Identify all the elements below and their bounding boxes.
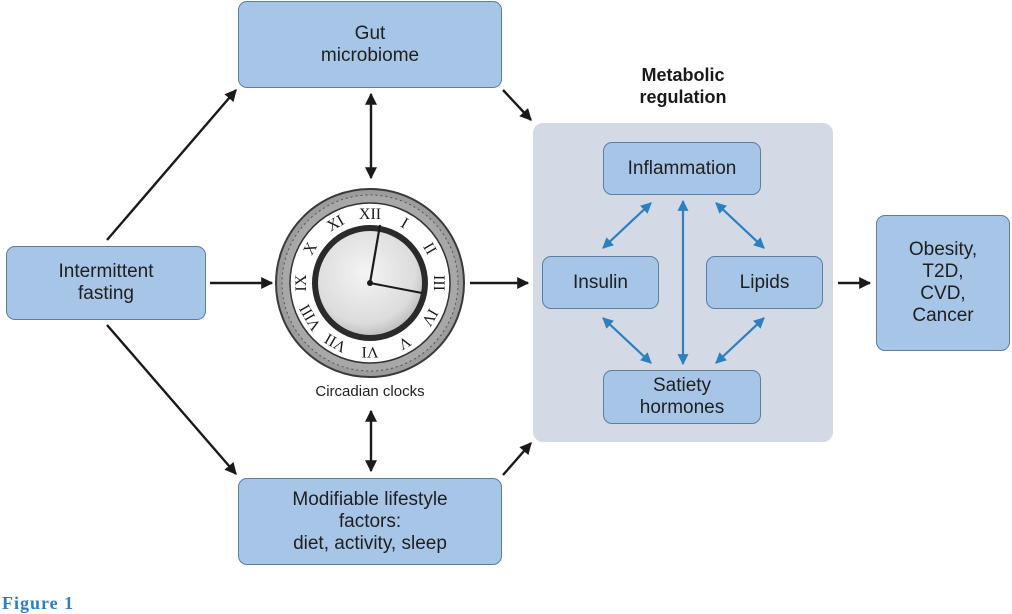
clock-numeral: III (430, 275, 447, 291)
arrow-inflammation-lipids (715, 202, 765, 249)
satiety-hormones-box: Satiety hormones (603, 370, 761, 424)
lipids-box: Lipids (706, 256, 823, 309)
inflammation-box: Inflammation (603, 142, 761, 195)
arrow-insulin-satiety (602, 317, 652, 364)
figure-label: Figure 1 (2, 593, 75, 613)
clock-numeral: VI (362, 343, 379, 360)
metabolic-regulation-heading: Metabolic regulation (639, 65, 727, 107)
clock-hour-hand (368, 224, 382, 284)
clock-minute-hand (369, 282, 423, 294)
arrow-fasting-to-gut (106, 89, 237, 241)
arrow-fasting-to-lifestyle (106, 324, 237, 475)
arrow-gut-to-metabolic (502, 89, 532, 121)
arrow-lifestyle-to-metabolic (502, 442, 532, 476)
outcomes-box: Obesity, T2D, CVD, Cancer (876, 215, 1010, 351)
clock-numeral: XI (324, 212, 347, 235)
insulin-box: Insulin (542, 256, 659, 309)
circadian-clocks-caption: Circadian clocks (315, 383, 425, 400)
lifestyle-factors-box: Modifiable lifestyle factors: diet, acti… (238, 478, 502, 565)
clock-numeral: IV (418, 306, 441, 330)
gut-microbiome-box: Gut microbiome (238, 1, 502, 88)
intermittent-fasting-box: Intermittent fasting (6, 246, 206, 320)
arrow-lipids-satiety (715, 317, 765, 364)
clock-numeral: IX (293, 274, 310, 291)
clock-numeral: XII (359, 206, 381, 223)
arrow-inflammation-insulin (602, 202, 652, 249)
